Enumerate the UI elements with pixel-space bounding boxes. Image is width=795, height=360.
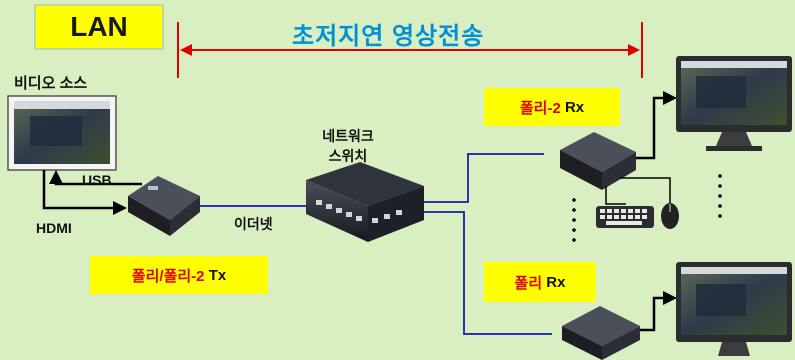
keyboard-icon xyxy=(596,206,654,228)
rx2-label: 폴리 Rx xyxy=(484,262,596,302)
ethernet-cable-rx2 xyxy=(424,211,552,335)
rx2-label-suffix: Rx xyxy=(546,273,566,291)
hdmi-label: HDMI xyxy=(36,220,72,236)
display-monitor-1 xyxy=(676,56,792,151)
lan-label: LAN xyxy=(34,4,164,50)
more-receivers-dots xyxy=(572,174,722,242)
rx1-device xyxy=(560,132,636,190)
source-monitor xyxy=(7,95,117,171)
rx2-to-monitor-cable xyxy=(640,291,677,332)
latency-title: 초저지연 영상전송 xyxy=(292,23,485,50)
tx-label-suffix: Tx xyxy=(208,266,227,284)
tx-device xyxy=(128,176,200,236)
network-switch-label: 네트워크 스위치 xyxy=(318,126,378,166)
ethernet-label: 이더넷 xyxy=(234,216,273,232)
rx1-label-name: 폴리-2 xyxy=(519,99,561,117)
video-source-label: 비디오 소스 xyxy=(14,75,88,92)
usb-label: USB xyxy=(82,172,112,188)
rx2-label-name: 폴리 xyxy=(514,274,543,292)
display-monitor-2 xyxy=(676,262,792,356)
usb-hdmi-cables xyxy=(42,170,142,215)
switch-label-line2: 스위치 xyxy=(328,148,368,164)
latency-span xyxy=(177,22,643,78)
network-switch xyxy=(306,162,424,242)
rx1-to-monitor-cable xyxy=(636,91,677,160)
rx1-label-suffix: Rx xyxy=(564,98,585,116)
rx2-device xyxy=(562,306,640,360)
tx-label: 폴리/폴리-2 Tx xyxy=(90,256,268,294)
ethernet-cable-rx1 xyxy=(424,153,544,203)
rx1-label: 폴리-2 Rx xyxy=(484,88,620,126)
tx-label-name: 폴리/폴리-2 xyxy=(131,267,205,285)
mouse-icon xyxy=(661,203,679,229)
switch-label-line1: 네트워크 xyxy=(322,128,374,144)
peripheral-cables xyxy=(605,177,671,205)
